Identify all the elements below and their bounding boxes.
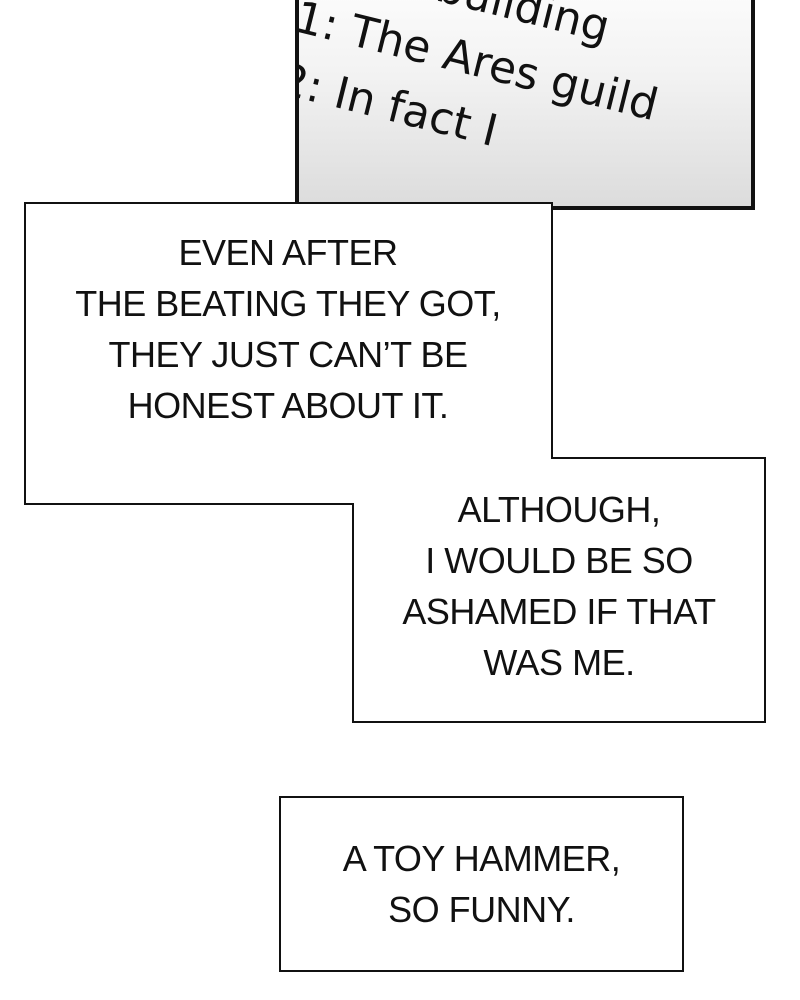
caption-box-ashamed: ALTHOUGH, I WOULD BE SO ASHAMED IF THAT …	[355, 478, 763, 693]
caption-line: THEY JUST CAN’T BE	[108, 334, 468, 375]
caption-line: WAS ME.	[483, 641, 635, 683]
caption-box-beating: EVEN AFTER THE BEATING THEY GOT, THEY JU…	[26, 204, 550, 454]
chat-lines: building 1: The Ares guild 2: In fact I	[299, 0, 666, 200]
caption-line: THE BEATING THEY GOT,	[75, 283, 501, 324]
caption-line: SO FUNNY.	[388, 889, 575, 930]
caption-line: A TOY HAMMER,	[342, 838, 621, 879]
chat-panel: building 1: The Ares guild 2: In fact I	[295, 0, 755, 210]
caption-line: I WOULD BE SO	[425, 539, 693, 581]
caption-line: ASHAMED IF THAT	[402, 590, 716, 632]
caption-line: ALTHOUGH,	[457, 488, 661, 530]
caption-line: HONEST ABOUT IT.	[127, 385, 449, 426]
caption-line: EVEN AFTER	[178, 232, 398, 273]
caption-box-toy-hammer: A TOY HAMMER, SO FUNNY.	[279, 796, 684, 972]
